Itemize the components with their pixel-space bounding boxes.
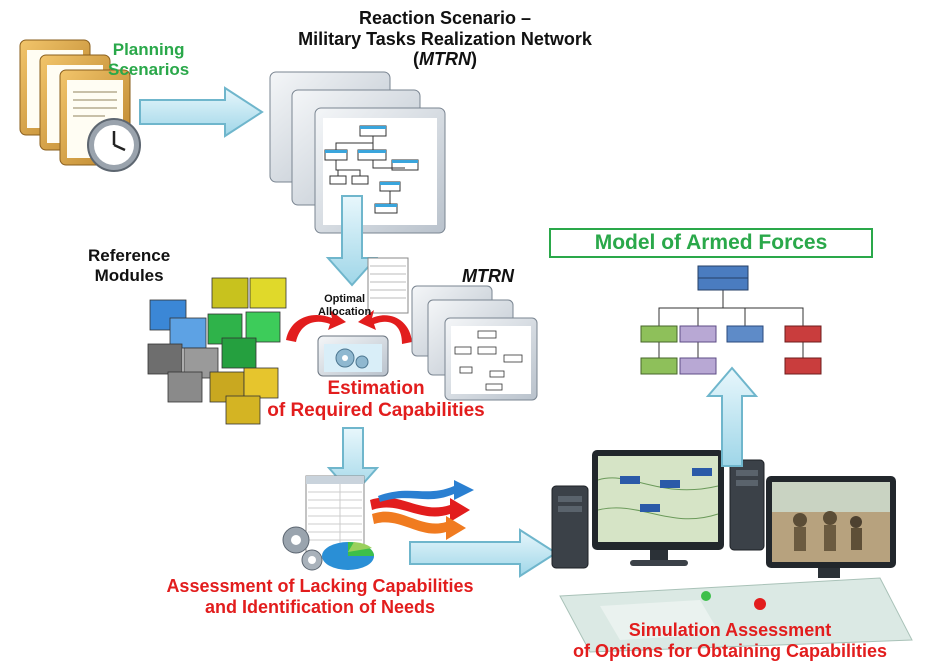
optimal-line-2: Allocation: [318, 305, 372, 318]
gears-pie-icon: [282, 526, 323, 571]
assessment-line-2: and Identification of Needs: [204, 596, 436, 617]
estimation-line-1: Estimation: [327, 378, 425, 399]
reference-modules-label: Reference Modules: [88, 246, 170, 285]
simulation-line-2: of Options for Obtaining Capabilities: [573, 640, 887, 661]
arrow-assessment-to-simulation: [409, 528, 558, 578]
planning-line-1: Planning: [112, 40, 185, 59]
mtrn-label: MTRN: [462, 266, 514, 286]
estimation-line-2: of Required Capabilities: [267, 399, 485, 421]
model-of-armed-forces-box: Model of Armed Forces: [549, 228, 873, 258]
reaction-line-1: Reaction Scenario –: [358, 8, 532, 28]
ribbon-arrows-icon: [370, 480, 474, 540]
map-icon: [559, 577, 913, 653]
reaction-line-2: Military Tasks Realization Network: [298, 28, 592, 49]
org-chart: [640, 265, 822, 375]
clock-icon: [87, 118, 141, 172]
reaction-scenario-title: Reaction Scenario – Military Tasks Reali…: [280, 8, 610, 70]
estimation-label: Estimation of Required Capabilities: [226, 378, 526, 422]
planning-line-2: Scenarios: [108, 59, 190, 79]
flow-chart-window-icon: [269, 71, 446, 234]
arrow-simulation-to-model: [705, 366, 759, 467]
reference-line-2: Modules: [94, 265, 164, 285]
arrow-planning-to-reaction: [139, 86, 264, 138]
reaction-line-3: (MTRN): [280, 49, 610, 70]
assessment-label: Assessment of Lacking Capabilities and I…: [130, 576, 510, 617]
simulation-label: Simulation Assessment of Options for Obt…: [540, 620, 920, 661]
model-of-armed-forces-title: Model of Armed Forces: [594, 231, 828, 254]
pie-chart-icon: [322, 542, 374, 570]
computer-icon: [551, 450, 896, 578]
allocation-arrows: [286, 310, 412, 344]
reaction-paren-open: (: [413, 49, 419, 70]
arrow-reaction-to-allocation: [325, 195, 379, 287]
optimal-line-1: Optimal: [324, 293, 366, 305]
optimal-allocation-label: Optimal Allocation: [318, 293, 371, 318]
cubes-icon: [147, 277, 287, 425]
table-icon: [367, 257, 409, 314]
reaction-mtrn-em: MTRN: [419, 49, 471, 70]
gear-icon: [317, 335, 389, 377]
assessment-line-1: Assessment of Lacking Capabilities: [166, 576, 474, 596]
simulation-line-1: Simulation Assessment: [628, 620, 832, 640]
mtrn-window-icon: [411, 285, 538, 401]
planning-scenarios-label: Planning Scenarios: [108, 40, 189, 79]
reference-line-1: Reference: [88, 246, 171, 265]
reaction-paren-close: ): [471, 49, 477, 70]
